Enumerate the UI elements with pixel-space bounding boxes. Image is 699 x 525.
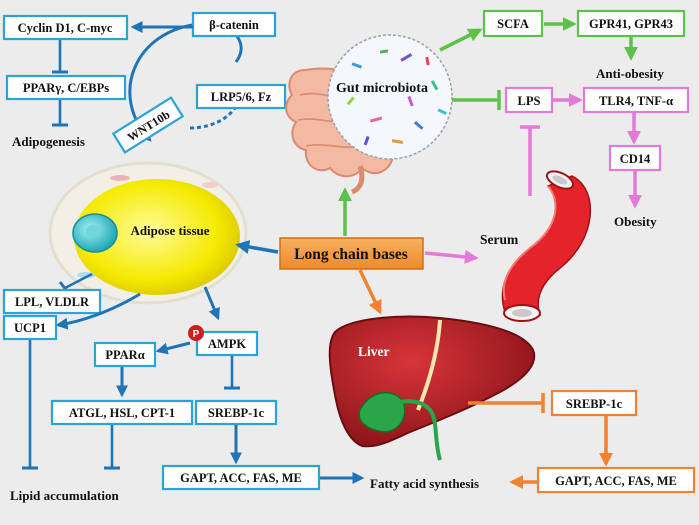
gapt-adipose-box: GAPT, ACC, FAS, ME: [161, 464, 321, 491]
atgl-label: ATGL, HSL, CPT-1: [69, 406, 175, 420]
srebp-liver-box: SREBP-1c: [550, 389, 638, 417]
ppara-box: PPARα: [93, 341, 157, 368]
fatty-acid-synthesis-label: Fatty acid synthesis: [370, 476, 479, 491]
lipid-accumulation-label: Lipid accumulation: [10, 488, 119, 503]
liver-illustration: Liver: [328, 315, 536, 461]
inhibit-adipose-lpl: [64, 272, 93, 290]
ppar-cebp-box: PPARγ, C/EBPs: [5, 74, 127, 101]
srebp-adipose-box: SREBP-1c: [194, 399, 278, 426]
serum-label: Serum: [480, 232, 519, 247]
anti-obesity-label: Anti-obesity: [596, 66, 664, 81]
lps-box: LPS: [504, 86, 554, 114]
cyclin-box: Cyclin D1, C-myc: [2, 14, 129, 41]
gut-microbiota-label: Gut microbiota: [336, 81, 428, 96]
scfa-label: SCFA: [497, 17, 529, 31]
arrow-adipose-ucp1: [55, 292, 141, 330]
tlr4-box: TLR4, TNF-α: [582, 86, 690, 114]
adipogenesis-label: Adipogenesis: [12, 134, 85, 149]
arrow-gut-scfa: [439, 28, 483, 52]
lrp-box: LRP5/6, Fz: [195, 83, 287, 110]
cd14-label: CD14: [620, 152, 651, 166]
phospho-label: P: [193, 329, 200, 340]
gpr-box: GPR41, GPR43: [576, 9, 686, 38]
scfa-box: SCFA: [482, 9, 544, 38]
tlr4-label: TLR4, TNF-α: [599, 94, 673, 108]
cd14-box: CD14: [608, 144, 662, 172]
arrow-hub-adipose: [235, 240, 279, 254]
lpl-label: LPL, VLDLR: [15, 295, 90, 309]
phospho-marker: P: [188, 325, 204, 341]
obesity-label: Obesity: [614, 214, 657, 229]
catenin-box: β-catenin: [191, 11, 277, 38]
microbiota-circle: Gut microbiota: [327, 34, 453, 160]
ucp1-box: UCP1: [2, 314, 58, 341]
ucp1-label: UCP1: [14, 321, 46, 335]
long-chain-bases-label: Long chain bases: [294, 246, 408, 263]
srebp-adipose-label: SREBP-1c: [208, 406, 265, 420]
blood-vessel: [501, 170, 592, 322]
ampk-box: AMPK: [195, 330, 259, 357]
arrow-ampk-ppara: [155, 341, 191, 355]
ampk-label: AMPK: [208, 337, 246, 351]
adipose-tissue-label: Adipose tissue: [130, 223, 209, 238]
ppar-cebp-label: PPARγ, C/EBPs: [23, 81, 109, 95]
gapt-liver-box: GAPT, ACC, FAS, ME: [536, 466, 696, 494]
cyclin-label: Cyclin D1, C-myc: [18, 21, 113, 35]
srebp-liver-label: SREBP-1c: [566, 397, 623, 411]
gpr-label: GPR41, GPR43: [589, 17, 673, 31]
gapt-adipose-label: GAPT, ACC, FAS, ME: [180, 471, 302, 485]
arrow-hub-serum: [424, 249, 479, 264]
lpl-box: LPL, VLDLR: [2, 288, 102, 315]
ppara-label: PPARα: [105, 348, 144, 362]
atgl-box: ATGL, HSL, CPT-1: [50, 399, 194, 426]
long-chain-bases-box: Long chain bases: [279, 237, 424, 270]
adipose-cell: Adipose tissue: [48, 161, 248, 305]
lrp-label: LRP5/6, Fz: [211, 90, 272, 104]
arrow-adipose-ampk: [203, 286, 220, 321]
gapt-liver-label: GAPT, ACC, FAS, ME: [555, 474, 677, 488]
liver-label: Liver: [358, 344, 390, 359]
catenin-label: β-catenin: [209, 18, 259, 32]
lps-label: LPS: [518, 94, 541, 108]
arrow-hub-liver: [358, 269, 382, 315]
wnt10b-box: WNT10b: [111, 96, 185, 154]
